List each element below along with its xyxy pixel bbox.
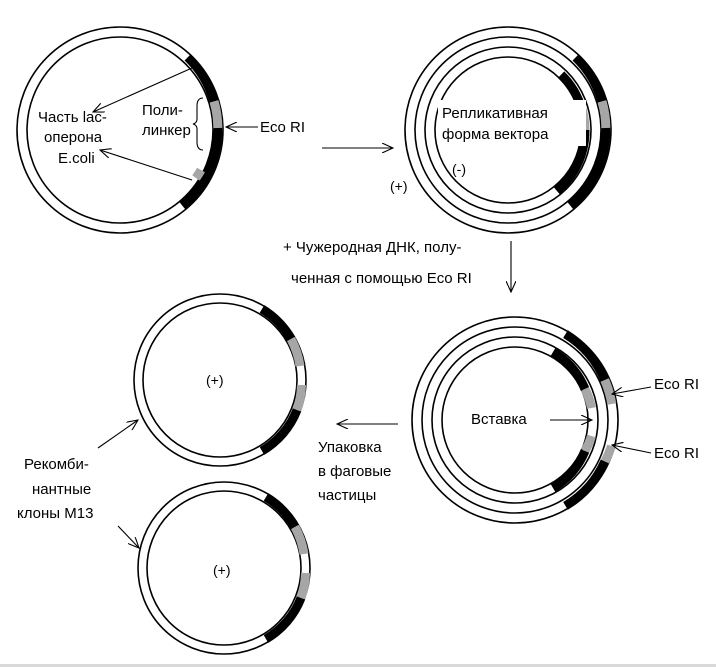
- polylinker-segment: [209, 100, 223, 131]
- recomb-arrow-lower: [117, 525, 139, 548]
- recomb-label-1: Рекомби-: [24, 456, 89, 473]
- lac-segment-lower: [179, 127, 223, 210]
- polylinker-label-2: линкер: [142, 122, 191, 139]
- recombinant-replicative-form: [411, 316, 619, 524]
- recomb-label-2: нантные: [32, 481, 91, 498]
- ecori-r2-label: Eco RI: [654, 445, 699, 462]
- recombinant-clone-1: [133, 293, 307, 467]
- plus-strand-label: (+): [390, 178, 408, 194]
- bottom-divider: [0, 664, 716, 667]
- recomb-arrow-upper: [97, 420, 138, 449]
- foreign-dna-label-2: ченная с помощью Eco RI: [291, 270, 472, 287]
- lac-segment-upper: [184, 54, 219, 103]
- insert-label: Вставка: [471, 411, 527, 428]
- polylinker-label-bg: [138, 96, 204, 141]
- ecori-r1-label: Eco RI: [654, 376, 699, 393]
- clone2-strand-label: (+): [213, 562, 231, 578]
- replicative-label-2: форма вектора: [442, 126, 549, 143]
- vector-circle: [16, 26, 224, 234]
- lac-arrow-lower: [100, 150, 193, 181]
- clone1-strand-label: (+): [206, 372, 224, 388]
- recomb-label-3: клоны M13: [17, 505, 93, 522]
- packaging-label-1: Упаковка: [318, 439, 382, 456]
- ecori-r1-arrow: [612, 386, 652, 394]
- polylinker-label-1: Поли-: [142, 102, 183, 119]
- polylinker-brace: [192, 97, 204, 151]
- minus-strand-label: (-): [452, 161, 466, 177]
- gray-segment-small: [192, 167, 205, 181]
- ecori-top-label: Eco RI: [260, 119, 305, 136]
- packaging-label-3: частицы: [318, 487, 376, 504]
- lac-label-2: оперона: [44, 129, 103, 146]
- ecori-r2-arrow: [612, 445, 652, 454]
- lac-arrow-upper: [93, 67, 193, 112]
- replicative-label-1: Репликативная: [442, 105, 548, 122]
- recombinant-clone-2: [137, 481, 311, 655]
- lac-label-1: Часть lac-: [38, 109, 107, 126]
- lac-label-3: E.coli: [58, 150, 95, 167]
- replicative-label-bg: [438, 100, 586, 146]
- foreign-dna-label-1: + Чужеродная ДНК, полу-: [283, 239, 461, 256]
- packaging-label-2: в фаговые: [318, 463, 391, 480]
